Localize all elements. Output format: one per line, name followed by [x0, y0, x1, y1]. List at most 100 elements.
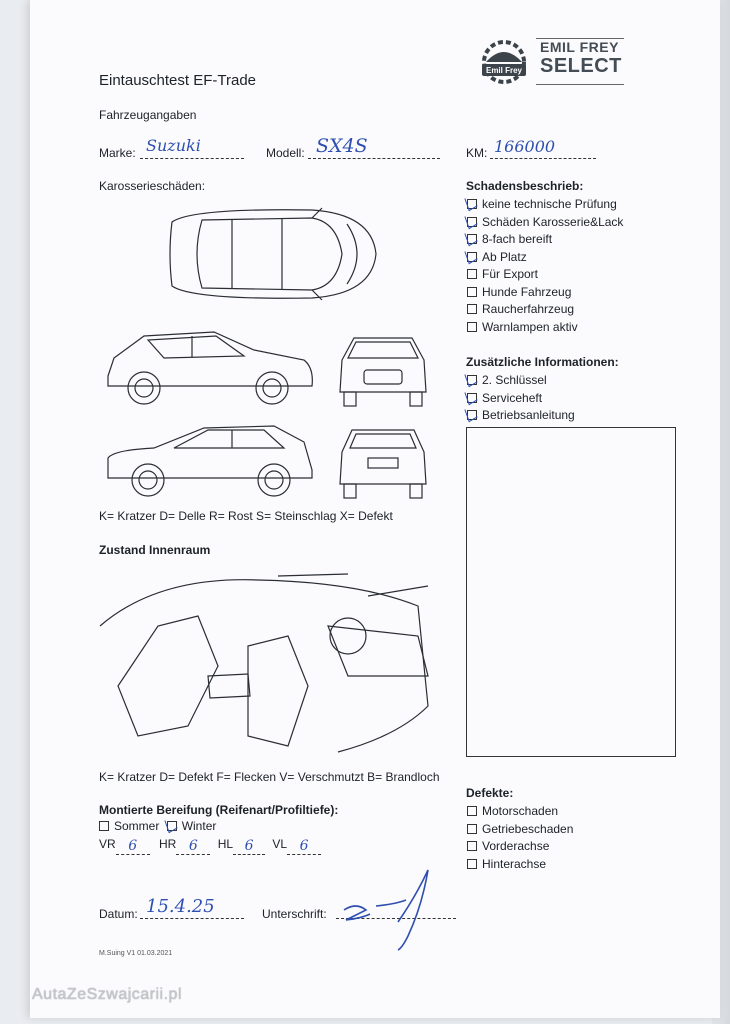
hl-label: HL	[217, 837, 234, 851]
vl-value: 6	[299, 838, 309, 854]
tire-type-row: Sommer Winter	[99, 818, 216, 836]
hr-label: HR	[159, 837, 177, 851]
info-item-label: 2. Schlüssel	[482, 373, 547, 387]
logo-line1: EMIL FREY	[540, 39, 619, 55]
damage-item-label: Schäden Karosserie&Lack	[482, 214, 624, 229]
defects-title: Defekte:	[466, 786, 514, 800]
brand-logo: EMIL FREY SELECT	[540, 40, 630, 76]
damage-item[interactable]: Hunde Fahrzeug	[467, 284, 623, 302]
damage-item-label: Ab Platz	[482, 249, 527, 264]
damage-item-label: 8-fach bereift	[482, 232, 553, 246]
winter-label: Winter	[181, 819, 217, 833]
emil-frey-logo-icon: Emil Frey	[482, 40, 526, 84]
damage-checkbox[interactable]	[467, 269, 477, 279]
hr-field[interactable]: 6	[176, 838, 211, 855]
defects-list: Motorschaden Getriebeschaden Vorderachse…	[467, 803, 573, 873]
damage-checkbox[interactable]	[467, 321, 477, 332]
hl-value: 6	[244, 838, 254, 854]
defect-item[interactable]: Hinterachse	[467, 856, 573, 874]
damage-item-label: Raucherfahrzeug	[482, 302, 575, 316]
logo-line2: SELECT	[540, 55, 622, 77]
damage-item-label: Warnlampen aktiv	[482, 319, 578, 334]
notes-box[interactable]	[466, 427, 676, 757]
damage-item[interactable]: Für Export	[467, 266, 623, 284]
car-front-view-diagram	[339, 337, 427, 407]
km-label: KM:	[466, 146, 488, 160]
damage-checkbox[interactable]	[467, 234, 477, 244]
winter-checkbox[interactable]	[166, 821, 177, 831]
hl-field[interactable]: 6	[233, 838, 266, 855]
model-label: Modell:	[266, 146, 305, 160]
model-value: SX4S	[316, 135, 368, 157]
vl-field[interactable]: 6	[287, 838, 322, 855]
defect-item-label: Motorschaden	[482, 804, 559, 818]
defect-item[interactable]: Getriebeschaden	[467, 821, 573, 839]
km-field[interactable]: 166000	[490, 137, 596, 159]
vr-label: VR	[99, 837, 116, 851]
defect-item[interactable]: Vorderachse	[467, 838, 573, 856]
vr-field[interactable]: 6	[115, 838, 150, 855]
info-checkbox[interactable]	[467, 410, 477, 420]
brand-value: Suzuki	[146, 136, 201, 155]
date-field[interactable]: 15.4.25	[140, 896, 244, 919]
watermark-text: AutaZeSzwajcarii.pl	[32, 986, 182, 1003]
defect-checkbox[interactable]	[467, 823, 477, 834]
vl-label: VL	[272, 837, 288, 851]
car-interior-diagram	[99, 573, 429, 753]
vehicle-section-title: Fahrzeugangaben	[99, 108, 197, 122]
damage-item[interactable]: Raucherfahrzeug	[467, 301, 623, 319]
form-version: M.Suing V1 01.03.2021	[99, 950, 173, 957]
defect-item-label: Vorderachse	[482, 839, 550, 853]
body-damage-legend: K= Kratzer D= Delle R= Rost S= Steinschl…	[99, 509, 393, 523]
date-label: Datum:	[99, 907, 138, 921]
signature-scribble-icon	[343, 869, 429, 951]
info-item[interactable]: 2. Schlüssel	[467, 372, 575, 390]
damage-item[interactable]: Ab Platz	[467, 249, 623, 267]
damage-item[interactable]: Schäden Karosserie&Lack	[467, 214, 623, 232]
car-left-side-diagram	[107, 331, 313, 405]
info-item[interactable]: Serviceheft	[467, 390, 575, 408]
damage-checkbox[interactable]	[467, 286, 477, 297]
car-top-view-diagram	[169, 207, 377, 301]
info-item-label: Serviceheft	[482, 390, 543, 405]
damage-checkbox[interactable]	[467, 199, 477, 209]
date-value: 15.4.25	[146, 896, 215, 917]
damage-checkbox[interactable]	[467, 216, 477, 227]
vr-value: 6	[128, 838, 138, 854]
defect-item[interactable]: Motorschaden	[467, 803, 573, 821]
additional-info-title: Zusätzliche Informationen:	[466, 355, 619, 369]
signature-label: Unterschrift:	[262, 907, 327, 921]
brand-label: Marke:	[99, 146, 136, 160]
brand-field[interactable]: Suzuki	[140, 136, 244, 159]
form-sheet	[30, 0, 720, 1018]
body-damage-title: Karosserieschäden:	[99, 179, 206, 193]
info-item[interactable]: Betriebsanleitung	[467, 407, 575, 425]
damage-item[interactable]: Warnlampen aktiv	[467, 319, 623, 337]
form-title: Eintauschtest EF-Trade	[99, 72, 257, 89]
damage-description-list: keine technische Prüfung Schäden Karosse…	[467, 196, 623, 336]
summer-checkbox[interactable]	[99, 821, 109, 831]
damage-checkbox[interactable]	[467, 251, 477, 262]
damage-item-label: Für Export	[482, 267, 539, 281]
damage-item[interactable]: 8-fach bereift	[467, 231, 623, 249]
damage-item[interactable]: keine technische Prüfung	[467, 196, 623, 214]
additional-info-list: 2. Schlüssel Serviceheft Betriebsanleitu…	[467, 372, 575, 425]
info-checkbox[interactable]	[467, 392, 477, 403]
signature-field[interactable]	[336, 902, 456, 919]
defect-checkbox[interactable]	[467, 858, 477, 869]
tread-depth-row: VR 6 HR 6 HL 6 VL 6	[99, 836, 322, 855]
hr-value: 6	[188, 838, 198, 854]
defect-checkbox[interactable]	[467, 841, 477, 851]
damage-checkbox[interactable]	[467, 304, 477, 314]
car-right-side-diagram	[107, 425, 313, 497]
defect-checkbox[interactable]	[467, 806, 477, 816]
interior-title: Zustand Innenraum	[99, 543, 211, 557]
logo-rule-top	[536, 38, 624, 39]
tires-title: Montierte Bereifung (Reifenart/Profiltie…	[99, 803, 339, 817]
km-value: 166000	[494, 137, 556, 156]
damage-description-title: Schadensbeschrieb:	[466, 179, 584, 193]
damage-item-label: Hunde Fahrzeug	[482, 284, 572, 299]
info-checkbox[interactable]	[467, 375, 477, 385]
model-field[interactable]: SX4S	[308, 135, 440, 159]
defect-item-label: Getriebeschaden	[482, 821, 574, 836]
